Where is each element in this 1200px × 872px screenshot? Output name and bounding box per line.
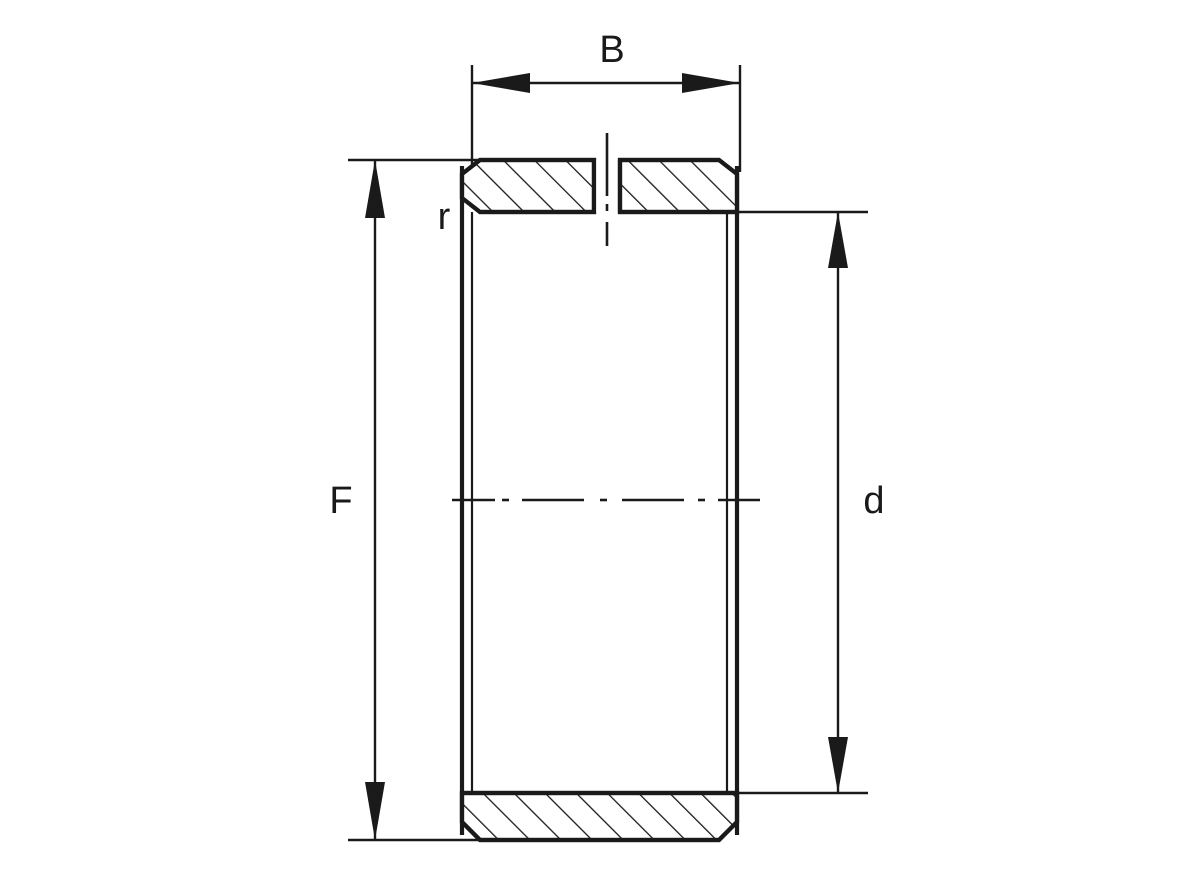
dimension-label-d: d (863, 480, 884, 522)
dimension-b: B (470, 29, 742, 172)
dimension-f: F (329, 158, 500, 842)
dimension-label-r: r (438, 196, 451, 238)
bottom-ring-section (459, 790, 740, 843)
b-arrowhead-right (682, 73, 740, 93)
top-ring-section (459, 157, 740, 215)
f-arrowhead-bottom (365, 782, 385, 840)
d-arrowhead-bottom (828, 737, 848, 793)
bearing-inner-ring-body (459, 157, 740, 843)
dimension-label-f: F (329, 480, 352, 522)
dimension-label-b: B (599, 29, 624, 71)
top-ring-right-block (617, 157, 740, 215)
bottom-ring-outline-over (459, 790, 740, 843)
f-arrowhead-top (365, 160, 385, 218)
bottom-ring-hatch (462, 793, 737, 840)
top-ring-left-hatch (462, 160, 594, 212)
top-ring-left-block (459, 157, 597, 215)
b-arrowhead-left (472, 73, 530, 93)
top-ring-right-hatch (620, 160, 737, 212)
top-ring-right-outline-over (617, 157, 740, 215)
d-arrowhead-top (828, 212, 848, 268)
